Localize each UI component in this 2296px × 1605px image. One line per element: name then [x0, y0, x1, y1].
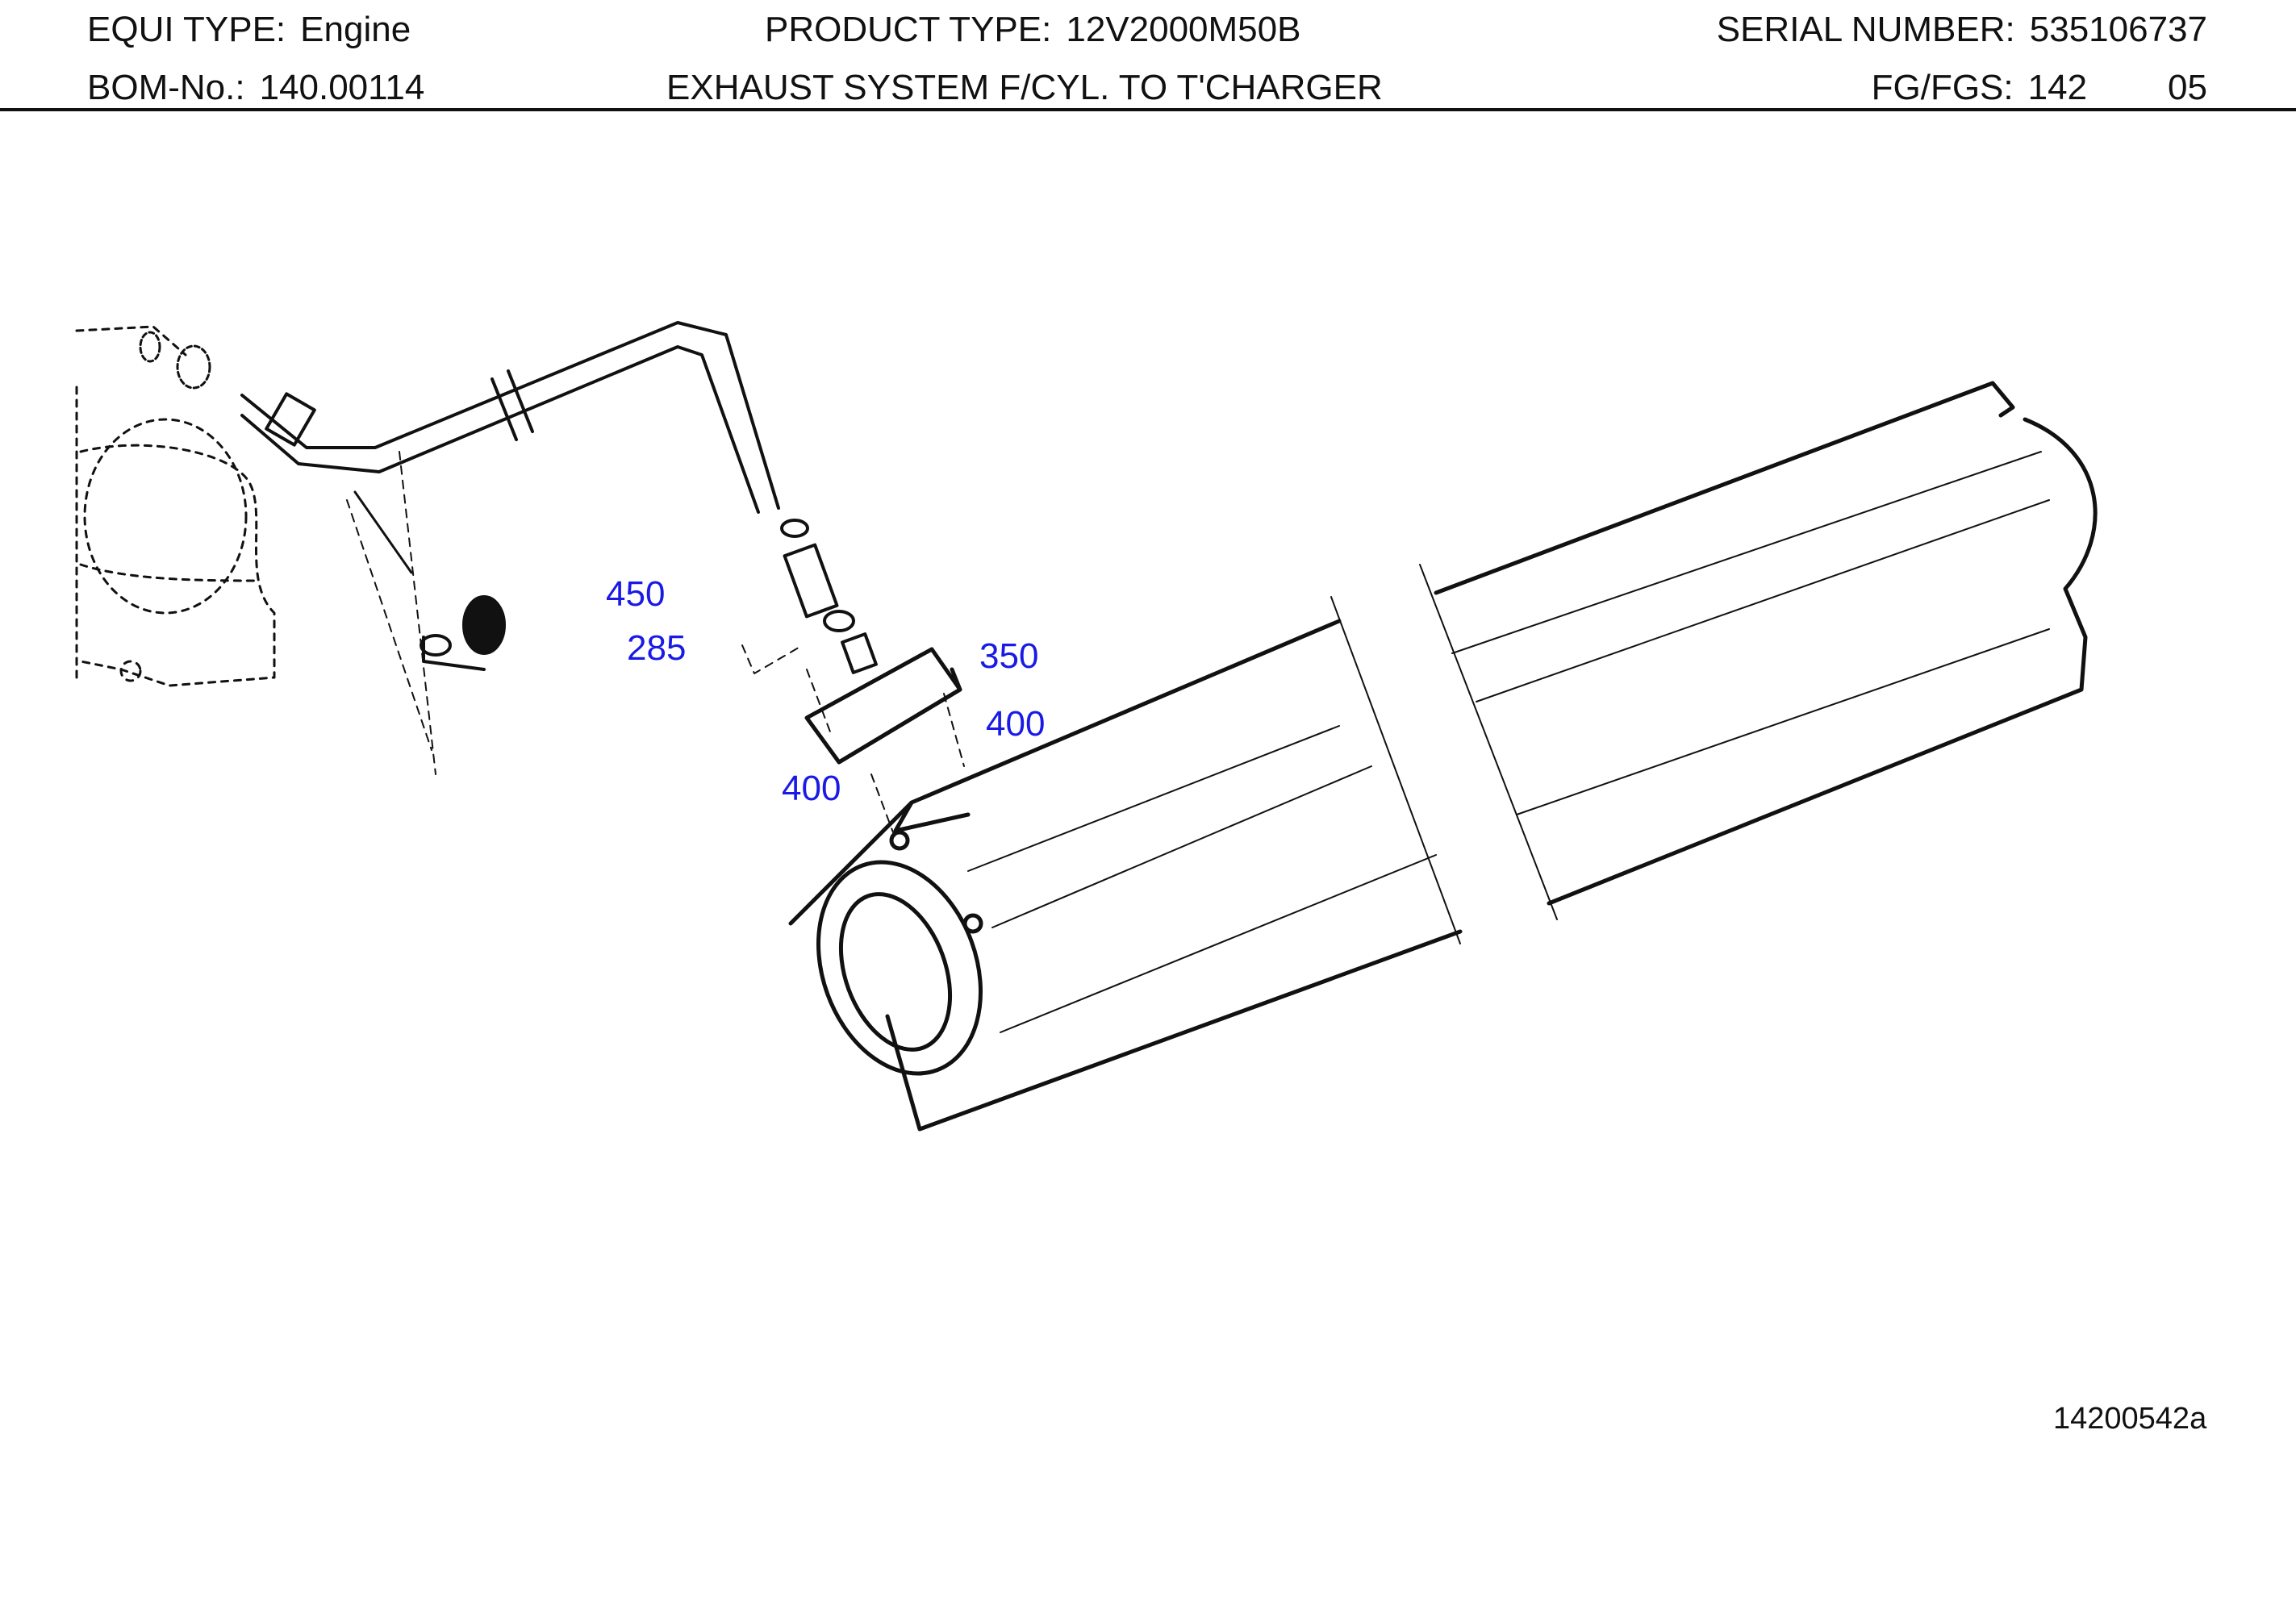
manifold-detail-lines	[967, 451, 2050, 1033]
callout-400-upper[interactable]: 400	[986, 704, 1046, 744]
exhaust-pipe	[240, 321, 780, 514]
drawing-header: EQUI TYPE:Engine PRODUCT TYPE:12V2000M50…	[0, 0, 2296, 113]
callout-285[interactable]: 285	[627, 628, 687, 668]
product-type: PRODUCT TYPE:12V2000M50B	[765, 10, 1301, 49]
equi-type: EQUI TYPE:Engine	[87, 10, 411, 49]
bom-number: BOM-No.:140.00114	[87, 68, 425, 107]
header-divider	[0, 108, 2296, 111]
callout-450[interactable]: 450	[606, 574, 666, 614]
callout-350[interactable]: 350	[979, 636, 1039, 676]
callout-400-lower[interactable]: 400	[782, 769, 841, 808]
pipe-connector	[780, 519, 878, 674]
serial-number: SERIAL NUMBER:535106737	[1716, 10, 2207, 49]
leader-arrow	[353, 490, 413, 574]
figure-number: 14200542a	[2053, 1402, 2207, 1436]
assembly-guide-lines	[346, 451, 965, 840]
exhaust-manifold	[788, 381, 2098, 1132]
pipe-fitting	[139, 331, 211, 390]
flange-part-350	[804, 647, 962, 765]
engine-block-ghost	[75, 325, 276, 687]
pipe-clamp	[420, 595, 506, 671]
assembly-description: EXHAUST SYSTEM F/CYL. TO T'CHARGER	[666, 68, 1383, 107]
exploded-view-drawing	[75, 321, 2098, 1132]
